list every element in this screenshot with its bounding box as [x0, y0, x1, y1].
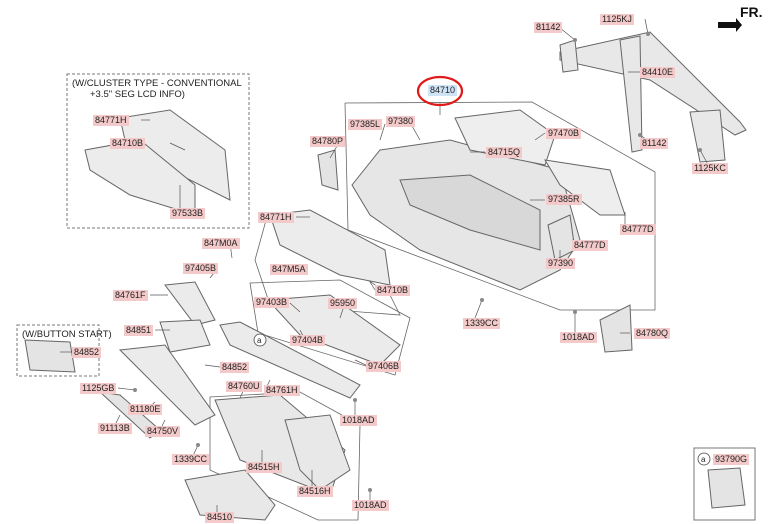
front-arrow-icon: [718, 18, 742, 32]
cluster-variant-note-line2: +3.5" SEG LCD INFO): [90, 89, 185, 100]
part-label-97470b[interactable]: 97470B: [546, 128, 582, 139]
part-label-97404b[interactable]: 97404B: [290, 335, 326, 346]
glovebox-group-outline: [209, 391, 361, 521]
part-label-97380[interactable]: 97380: [386, 116, 416, 127]
part-label-84761f[interactable]: 84761F: [113, 290, 148, 301]
crash-pad-main: [351, 109, 626, 291]
part-label-1125kj[interactable]: 1125KJ: [600, 14, 634, 25]
fasteners: [133, 32, 702, 492]
part-label-1339cc-glovebox[interactable]: 1339CC: [172, 454, 210, 465]
part-label-1339cc-dash[interactable]: 1339CC: [463, 318, 501, 329]
part-label-84715q[interactable]: 84715Q: [486, 147, 523, 158]
part-label-93790g[interactable]: 93790G: [713, 454, 750, 465]
leader-lines: [60, 18, 711, 512]
cluster-fascia: [84, 109, 391, 286]
part-label-84780q[interactable]: 84780Q: [634, 328, 671, 339]
cowl-cross-bar: [559, 31, 747, 163]
part-label-97403b[interactable]: 97403B: [254, 297, 290, 308]
part-label-847m0a[interactable]: 847M0A: [202, 238, 240, 249]
part-label-847m5a[interactable]: 847M5A: [270, 264, 308, 275]
part-label-84852-button-start[interactable]: 84852: [72, 347, 102, 358]
part-label-84771h[interactable]: 84771H: [258, 212, 294, 223]
part-label-97533b[interactable]: 97533B: [170, 208, 206, 219]
inset-marker-circle: [697, 452, 711, 466]
callout-marker-circle: [253, 333, 267, 347]
part-label-84780p[interactable]: 84780P: [310, 136, 346, 147]
part-label-97385l[interactable]: 97385L: [348, 119, 383, 130]
highlight-ring: [416, 75, 464, 107]
part-label-81142[interactable]: 81142: [534, 22, 563, 33]
part-label-84710[interactable]: 84710: [428, 85, 458, 96]
cluster-variant-box: [66, 73, 250, 229]
inset-marker-letter: a: [701, 455, 706, 464]
part-label-81180e[interactable]: 81180E: [128, 404, 163, 415]
glove-box: [184, 394, 351, 521]
part-label-84410e[interactable]: 84410E: [640, 67, 676, 78]
cluster-variant-note-line1: (W/CLUSTER TYPE - CONVENTIONAL: [72, 78, 242, 89]
part-label-95950[interactable]: 95950: [328, 298, 358, 309]
part-label-84852[interactable]: 84852: [220, 362, 250, 373]
part-label-1018ad-dash[interactable]: 1018AD: [560, 332, 597, 343]
part-label-84750v[interactable]: 84750V: [145, 426, 181, 437]
part-label-84777d-right[interactable]: 84777D: [620, 224, 656, 235]
part-label-1018ad-glovebox[interactable]: 1018AD: [340, 415, 377, 426]
part-label-81142-lower[interactable]: 81142: [640, 138, 669, 149]
part-label-97385r[interactable]: 97385R: [546, 194, 582, 205]
part-label-97406b[interactable]: 97406B: [366, 361, 402, 372]
part-label-84510[interactable]: 84510: [205, 512, 235, 523]
part-label-1125kc[interactable]: 1125KC: [692, 163, 728, 174]
part-label-84710b-cluster[interactable]: 84710B: [110, 138, 146, 149]
part-label-84760u[interactable]: 84760U: [226, 381, 262, 392]
inset-box: [693, 447, 756, 521]
callout-marker-letter: a: [257, 336, 262, 345]
part-label-84710b[interactable]: 84710B: [375, 285, 411, 296]
part-label-1018ad-lower[interactable]: 1018AD: [352, 500, 389, 511]
part-label-84771h-cluster[interactable]: 84771H: [93, 115, 129, 126]
part-label-84761h[interactable]: 84761H: [264, 385, 300, 396]
part-label-97405b[interactable]: 97405B: [183, 263, 219, 274]
part-label-97390[interactable]: 97390: [546, 258, 576, 269]
part-label-84515h[interactable]: 84515H: [246, 462, 282, 473]
part-label-84851[interactable]: 84851: [124, 325, 154, 336]
part-label-84516h[interactable]: 84516H: [297, 486, 333, 497]
button-start-note: (W/BUTTON START): [22, 329, 112, 340]
part-label-1125gb[interactable]: 1125GB: [80, 383, 117, 394]
part-label-91113b[interactable]: 91113B: [98, 423, 132, 434]
center-panel-group-outline: [249, 279, 411, 376]
orientation-label: FR.: [740, 4, 763, 20]
part-label-84777d-center[interactable]: 84777D: [572, 240, 608, 251]
